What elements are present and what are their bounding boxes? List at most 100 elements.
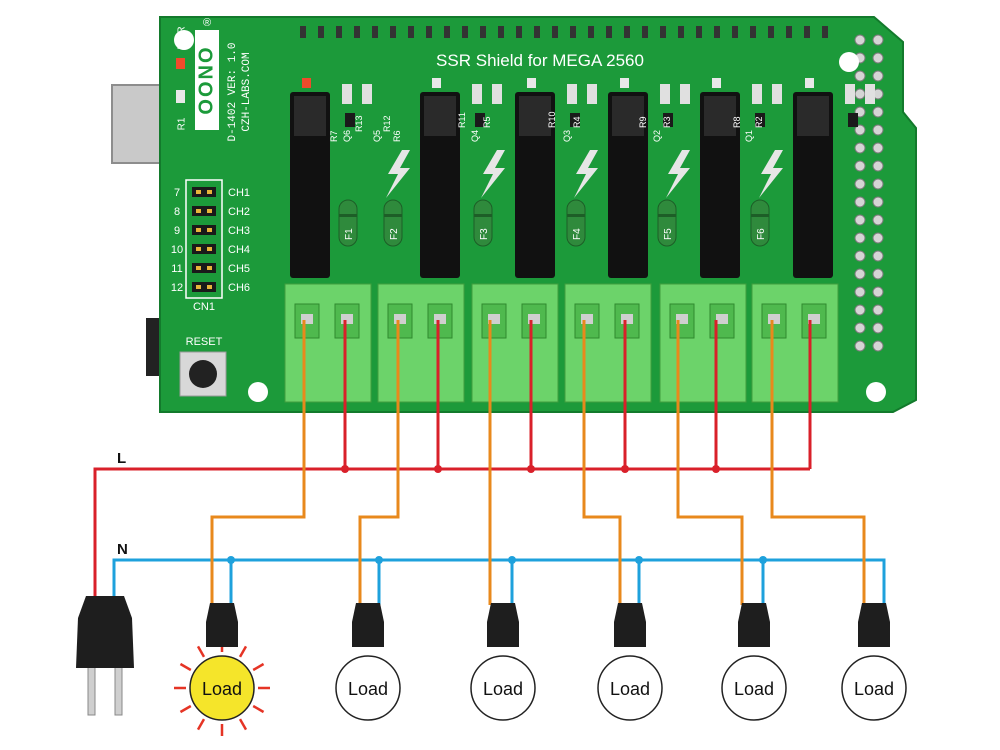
glow-ray [238, 718, 248, 731]
junction-dot [227, 556, 235, 564]
header-pin [696, 26, 702, 38]
screw-head [676, 314, 688, 324]
component-label: R5 [482, 116, 492, 128]
bulb-socket [858, 603, 890, 647]
header-pin [872, 142, 884, 154]
component-label: Q3 [562, 130, 572, 142]
junction-dot [712, 465, 720, 473]
smd-resistor [472, 84, 482, 104]
channel-label: CH3 [228, 225, 250, 237]
header-pin [854, 250, 866, 262]
junction-dot [635, 556, 643, 564]
header-pin [872, 34, 884, 46]
screw-head [301, 314, 313, 324]
load-wire [582, 320, 622, 605]
header-pin [872, 124, 884, 136]
terminal-screw[interactable] [427, 303, 453, 339]
mounting-hole [174, 30, 194, 50]
smd-resistor [680, 84, 690, 104]
header-pin [480, 26, 486, 38]
smd-resistor [567, 84, 577, 104]
header-pin [372, 26, 378, 38]
screw-terminal [751, 283, 839, 403]
header-pin [786, 26, 792, 38]
load-label: Load [483, 679, 523, 699]
reset-label: RESET [186, 336, 223, 348]
r1-label: R1 [177, 117, 188, 130]
screw-terminal [564, 283, 652, 403]
jumper-pin [207, 266, 212, 270]
load-bulb: Load [721, 603, 787, 721]
jumper-pin [196, 190, 201, 194]
header-pin [516, 26, 522, 38]
reset-button[interactable] [189, 360, 217, 388]
screw-head [808, 314, 820, 324]
fuse-band [474, 214, 492, 217]
glow-ray [252, 704, 265, 714]
header-pin [732, 26, 738, 38]
relay-highlight [704, 96, 736, 136]
jumper-pin [207, 209, 212, 213]
component-label: R13 [354, 115, 364, 132]
component-label: Q5 [372, 130, 382, 142]
glow-ray [196, 645, 206, 658]
component-label: R11 [457, 112, 467, 128]
screw-head [341, 314, 353, 324]
header-pin [426, 26, 432, 38]
smd-resistor [865, 84, 875, 104]
jumper-cap[interactable] [192, 187, 216, 197]
fuse-label: F5 [663, 228, 674, 240]
bulb-glass [335, 655, 401, 721]
header-pin [336, 26, 342, 38]
bulb-socket [738, 603, 770, 647]
jumper-pin [196, 266, 201, 270]
header-pin [872, 214, 884, 226]
line-label: L [117, 450, 126, 467]
bulb-glass [189, 655, 255, 721]
fuse-band [339, 214, 357, 217]
header-pin [854, 232, 866, 244]
pin-number: 9 [174, 225, 180, 237]
fuse-label: F6 [756, 228, 767, 240]
fuse [657, 199, 677, 247]
header-pin [552, 26, 558, 38]
transistor [475, 113, 485, 127]
screw-head [768, 314, 780, 324]
pin-number: 8 [174, 206, 180, 218]
jumper-cap[interactable] [192, 282, 216, 292]
glow-ray [179, 704, 192, 714]
load-wire [358, 320, 400, 605]
header-pin [318, 26, 324, 38]
screw-terminal [471, 283, 559, 403]
screw-head [434, 314, 446, 324]
jumper-cap[interactable] [192, 263, 216, 273]
transistor [848, 113, 858, 127]
pin-number: 7 [174, 187, 180, 199]
junction-dot [759, 556, 767, 564]
load-label: Load [202, 679, 242, 699]
screw-terminal [284, 283, 372, 403]
component-label: R9 [638, 116, 648, 128]
jumper-cap[interactable] [192, 244, 216, 254]
header-pin [444, 26, 450, 38]
right-pin-header [854, 34, 884, 352]
junction-dot [375, 556, 383, 564]
jumper-cap[interactable] [192, 206, 216, 216]
fuse-band [567, 214, 585, 217]
fuse [383, 199, 403, 247]
load-bulb: Load [470, 603, 536, 721]
fuse-band [384, 214, 402, 217]
header-pin [570, 26, 576, 38]
load-bulb: Load [174, 603, 270, 736]
jumper-cap[interactable] [192, 225, 216, 235]
pwr-label: PWR [177, 26, 188, 49]
header-pin [854, 142, 866, 154]
header-pin [854, 178, 866, 190]
load-label: Load [734, 679, 774, 699]
transistor [663, 113, 673, 127]
relay-highlight [424, 96, 456, 136]
jumper-pin [196, 285, 201, 289]
bulb-socket [206, 603, 238, 647]
fuse [566, 199, 586, 247]
